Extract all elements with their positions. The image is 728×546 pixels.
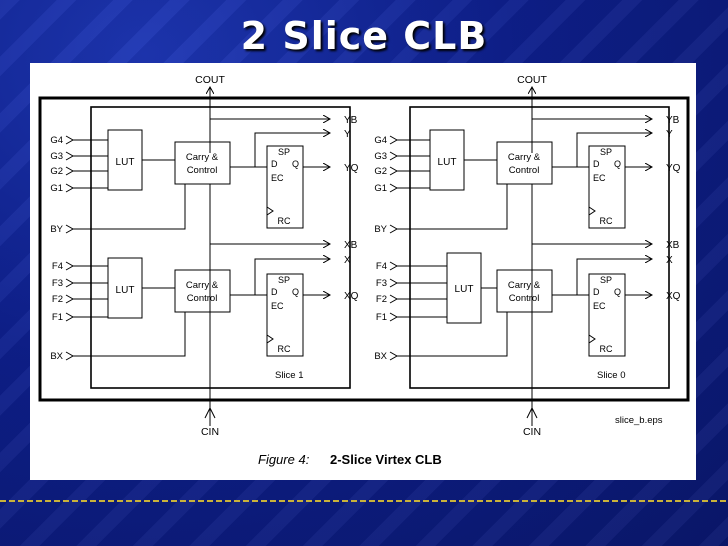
lut-bottom-label: LUT (455, 284, 474, 295)
cout-label: COUT (195, 74, 225, 86)
carry-bottom-line1: Carry & (508, 280, 541, 291)
figure-caption-text: 2-Slice Virtex CLB (330, 452, 442, 467)
cin-label: CIN (523, 426, 541, 438)
out-xb: XB (666, 240, 680, 251)
svg-text:G2: G2 (374, 166, 387, 177)
slide-title: 2 Slice CLB (240, 14, 488, 58)
cin-label: CIN (201, 426, 219, 438)
ff-bottom-d: D (271, 287, 278, 297)
ff-bottom-ec: EC (271, 301, 284, 311)
clb-diagram: COUT CIN LUT Carry & Control SP D Q EC R… (38, 74, 690, 467)
ff-top (266, 145, 304, 229)
slice-1: COUT CIN LUT Carry & Control SP D Q EC R… (50, 74, 358, 438)
ff-bottom-rc: RC (278, 344, 291, 354)
svg-text:G4: G4 (374, 135, 387, 146)
ff-bottom-ec: EC (593, 301, 606, 311)
by-label: BY (374, 224, 387, 235)
out-xb: XB (344, 240, 358, 251)
carry-top (496, 141, 553, 185)
inputs-bottom: F4 F3 F2 F1 (376, 261, 447, 323)
svg-text:G3: G3 (50, 151, 63, 162)
carry-bottom (496, 269, 553, 313)
ff-top-rc: RC (600, 216, 613, 226)
figure-caption-prefix: Figure 4: (258, 452, 310, 467)
bx-label: BX (50, 351, 63, 362)
cout-label: COUT (517, 74, 547, 86)
figure-panel: COUT CIN LUT Carry & Control SP D Q EC R… (30, 63, 696, 480)
ff-top-sp: SP (278, 147, 290, 157)
svg-text:F4: F4 (52, 261, 63, 272)
out-y: Y (666, 129, 673, 140)
out-yq: YQ (344, 163, 359, 174)
svg-text:F2: F2 (376, 294, 387, 305)
out-xq: XQ (666, 291, 681, 302)
inputs-top: G4 G3 G2 G1 (50, 135, 108, 194)
svg-text:G2: G2 (50, 166, 63, 177)
ff-bottom-rc: RC (600, 344, 613, 354)
out-yb: YB (666, 115, 680, 126)
ff-bottom-d: D (593, 287, 600, 297)
carry-bottom (174, 269, 231, 313)
ff-top-q: Q (614, 159, 621, 169)
clb-outer-border (38, 96, 690, 402)
out-yb: YB (344, 115, 358, 126)
inputs-bottom: F4 F3 F2 F1 (52, 261, 108, 323)
slice-name: Slice 0 (597, 370, 626, 381)
ff-top (588, 145, 626, 229)
by-label: BY (50, 224, 63, 235)
carry-top-line1: Carry & (186, 152, 219, 163)
lut-top-label: LUT (438, 157, 457, 168)
bx-label: BX (374, 351, 387, 362)
svg-text:F3: F3 (376, 278, 387, 289)
carry-bottom-line1: Carry & (186, 280, 219, 291)
out-y: Y (344, 129, 351, 140)
ff-top-d: D (271, 159, 278, 169)
carry-top-line1: Carry & (508, 152, 541, 163)
ff-top-ec: EC (593, 173, 606, 183)
ff-bottom-sp: SP (278, 275, 290, 285)
ff-top-rc: RC (278, 216, 291, 226)
slice-box (90, 106, 351, 389)
svg-text:F1: F1 (52, 312, 63, 323)
svg-text:F3: F3 (52, 278, 63, 289)
ff-bottom-sp: SP (600, 275, 612, 285)
slice-box (409, 106, 670, 389)
carry-top-line2: Control (187, 165, 218, 176)
inputs-top: G4 G3 G2 G1 (374, 135, 430, 194)
ff-bottom (266, 273, 304, 357)
ff-top-ec: EC (271, 173, 284, 183)
out-yq: YQ (666, 163, 681, 174)
svg-text:G1: G1 (50, 183, 63, 194)
slice-name: Slice 1 (275, 370, 304, 381)
lut-top-label: LUT (116, 157, 135, 168)
out-xq: XQ (344, 291, 359, 302)
ff-top-q: Q (292, 159, 299, 169)
ff-top-d: D (593, 159, 600, 169)
ff-top-sp: SP (600, 147, 612, 157)
ff-bottom (588, 273, 626, 357)
slide-divider (0, 500, 728, 502)
carry-top-line2: Control (509, 165, 540, 176)
svg-text:F2: F2 (52, 294, 63, 305)
slice-0: COUT CIN LUT Carry & Control SP D Q EC R… (374, 74, 680, 438)
ff-bottom-q: Q (614, 287, 621, 297)
figure-filename: slice_b.eps (615, 415, 663, 426)
svg-text:G3: G3 (374, 151, 387, 162)
carry-top (174, 141, 231, 185)
svg-text:F4: F4 (376, 261, 387, 272)
ff-bottom-q: Q (292, 287, 299, 297)
svg-text:G1: G1 (374, 183, 387, 194)
out-x: X (344, 255, 351, 266)
svg-text:F1: F1 (376, 312, 387, 323)
out-x: X (666, 255, 673, 266)
svg-text:G4: G4 (50, 135, 63, 146)
carry-bottom-line2: Control (187, 293, 218, 304)
lut-bottom-label: LUT (116, 285, 135, 296)
carry-bottom-line2: Control (509, 293, 540, 304)
